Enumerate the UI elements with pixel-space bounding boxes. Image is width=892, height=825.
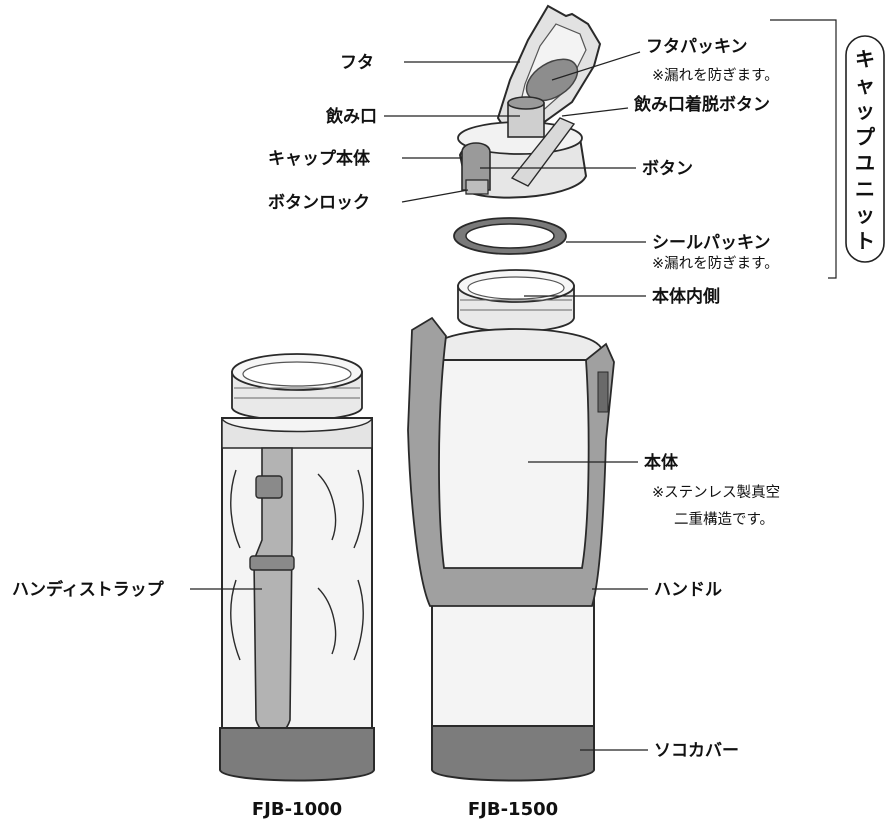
label-nomikuchi-button: 飲み口着脱ボタン <box>633 94 770 115</box>
button-lock-shape <box>465 179 489 195</box>
label-handy-strap: ハンディストラップ <box>12 579 165 600</box>
large-mouth-inner <box>467 276 565 300</box>
cap-button-shape <box>461 142 491 191</box>
cap-unit-badge: キ ャ ッ プ ユ ニ ッ ト <box>845 35 885 263</box>
label-futa-packing: フタパッキン <box>646 37 748 57</box>
small-bottom-cover <box>219 727 375 782</box>
mouthpiece-top <box>507 96 545 110</box>
label-futa: フタ <box>340 53 374 73</box>
large-handle <box>407 316 615 607</box>
label-seal-packing: シールパッキン <box>652 233 771 253</box>
cap-unit-char: ユ <box>855 151 875 175</box>
handle-grip <box>597 371 609 413</box>
strap-buckle <box>255 475 283 499</box>
label-inner-body: 本体内側 <box>652 286 720 307</box>
note-body-1: ※ステンレス製真空 <box>652 483 780 501</box>
strap-adjuster <box>249 555 295 571</box>
bottle-large-illustration <box>407 269 615 782</box>
cap-unit-char: ッ <box>855 99 875 123</box>
bottle-small-illustration <box>219 353 375 782</box>
small-body <box>221 417 373 737</box>
label-cap-body: キャップ本体 <box>268 148 371 169</box>
cap-unit-char: プ <box>855 125 876 149</box>
small-mouth-inner <box>242 361 352 387</box>
cap-unit-char: キ <box>855 47 875 71</box>
label-body: 本体 <box>644 452 679 473</box>
leader-lines <box>190 19 837 751</box>
model-small: FJB-1000 <box>252 799 342 820</box>
label-bottom-cover: ソコカバー <box>654 741 739 761</box>
label-button-lock: ボタンロック <box>268 193 370 213</box>
cap-unit-char: ャ <box>855 73 875 97</box>
label-button: ボタン <box>642 159 693 179</box>
note-seal-packing: ※漏れを防ぎます。 <box>652 255 779 272</box>
hinge-arm <box>510 117 576 187</box>
label-nomikuchi: 飲み口 <box>325 106 377 127</box>
label-handle: ハンドル <box>654 580 722 600</box>
model-large: FJB-1500 <box>468 799 558 820</box>
note-body-2: 二重構造です。 <box>674 511 774 528</box>
seal-ring-inner <box>465 223 555 249</box>
large-body <box>431 359 595 735</box>
cap-unit-char: ト <box>855 229 875 253</box>
note-futa-packing: ※漏れを防ぎます。 <box>652 67 779 84</box>
cap-unit-char: ッ <box>855 203 875 227</box>
cap-unit-char: ニ <box>855 177 875 201</box>
cap-unit-badge-frame <box>845 35 885 263</box>
cap-unit-illustration <box>453 4 602 255</box>
large-bottom-cover <box>431 725 595 782</box>
